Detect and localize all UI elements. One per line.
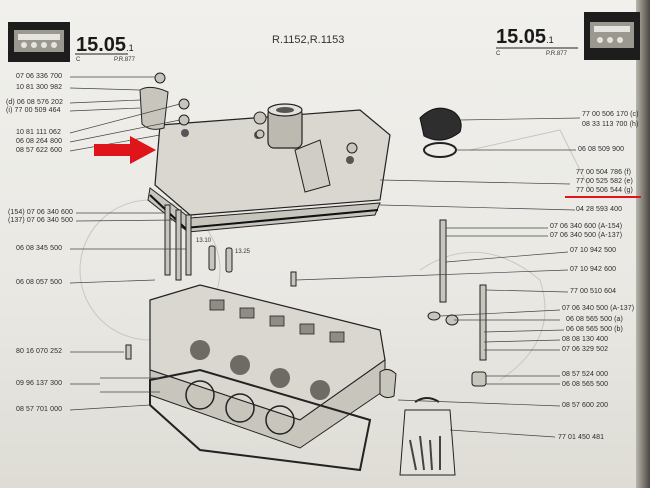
part-label-right: 08 57 600 200 <box>562 402 609 409</box>
leader-lines-left <box>69 76 186 411</box>
part-label-right: 07 06 329 502 <box>562 346 609 353</box>
part-label-left: 06 08 057 500 <box>16 279 63 286</box>
part-label-left: 08 57 701 000 <box>16 406 63 413</box>
engine-thumbnail-left <box>8 22 70 62</box>
part-label-right: 77 00 504 786 (f) <box>576 169 632 176</box>
part-label-right: 08 08 130 400 <box>562 336 609 343</box>
part-label-right: 77 01 450 481 <box>558 434 605 441</box>
page-number-right: 15.05.1 <box>496 27 554 50</box>
part-label-right: 77 00 510 604 <box>570 288 617 295</box>
page-number-left: 15.05.1 <box>76 35 134 58</box>
small-parts-top <box>139 72 358 154</box>
page-right-c: C <box>496 51 501 57</box>
highlight-underline <box>565 196 641 198</box>
frame-edge <box>636 0 650 488</box>
part-label-right: 08 57 524 000 <box>562 371 609 378</box>
page-number-right-main: 15.05 <box>496 26 547 48</box>
page-number-left-sub: .1 <box>126 43 134 53</box>
part-label-right: 07 06 340 500 (A-137) <box>562 305 635 312</box>
oil-filler-cap <box>419 107 462 158</box>
part-label-left: 80 16 070 252 <box>16 348 63 355</box>
bolt-bag <box>399 397 456 476</box>
cylinder-head <box>149 284 386 449</box>
part-label-right: 77 00 506 170 (c) <box>582 111 639 118</box>
part-label-left: 10 81 300 982 <box>16 84 63 91</box>
part-label-right: 07 10 942 600 <box>570 266 617 273</box>
page-number-right-sub: .1 <box>546 35 554 45</box>
part-label-right: 06 08 565 500 <box>562 381 609 388</box>
part-label-right: 06 08 565 500 (b) <box>566 326 623 333</box>
part-label-left: 06 08 264 800 <box>16 138 63 145</box>
model-title: R.1152,R.1153 <box>272 34 345 46</box>
detail-label-2: 13.25 <box>235 249 251 255</box>
page-left-code: P.R.877 <box>114 57 135 63</box>
part-label-right: 77 00 525 582 (e) <box>576 178 633 185</box>
part-label-right: 04 28 593 400 <box>576 206 623 213</box>
detail-label-1: 13.10 <box>196 238 212 244</box>
red-arrow-icon <box>94 136 156 164</box>
engine-thumbnail-right <box>584 12 640 60</box>
part-label-right: 07 06 340 500 (A-137) <box>550 232 623 239</box>
part-label-left: 08 57 622 600 <box>16 147 63 154</box>
part-label-right: 08 33 113 700 (h) <box>582 121 639 128</box>
page-left-c: C <box>76 57 81 63</box>
rocker-cover <box>147 103 391 233</box>
part-label-right: 07 06 340 600 (A-154) <box>550 223 623 230</box>
page-number-left-main: 15.05 <box>76 34 127 56</box>
part-label-left: 07 06 336 700 <box>16 73 63 80</box>
part-label-left: 06 08 345 500 <box>16 245 63 252</box>
part-label-left: (154) 07 06 340 600 <box>8 209 73 216</box>
leader-lines-right <box>295 117 581 438</box>
part-label-right: 06 08 565 500 (a) <box>566 316 623 323</box>
part-label-left: 09 96 137 300 <box>16 380 63 387</box>
part-label-left: 10 81 111 062 <box>16 129 62 136</box>
studs <box>125 204 487 361</box>
part-label-right: 77 00 506 544 (g) <box>576 187 633 194</box>
part-label-right: 06 08 509 900 <box>578 146 625 153</box>
part-label-left: (d) 06 08 576 202 <box>6 99 63 106</box>
part-label-left: (137) 07 06 340 500 <box>8 217 73 224</box>
page-right-code: P.R.877 <box>546 51 567 57</box>
part-label-right: 07 10 942 500 <box>570 247 617 254</box>
small-parts-right <box>379 311 487 399</box>
part-label-left: (i) 77 00 509 464 <box>6 107 61 114</box>
